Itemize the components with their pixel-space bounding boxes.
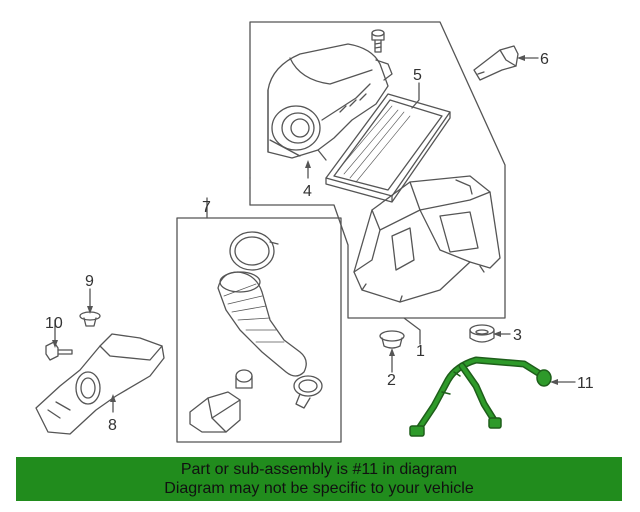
- callout-1: 1: [416, 343, 425, 360]
- callout-8: 8: [108, 417, 117, 434]
- part-1-lower-housing: [353, 175, 501, 303]
- air-cleaner-frame: [249, 21, 506, 319]
- part-3-grommet: [469, 324, 495, 343]
- part-6-sensor: [473, 45, 519, 81]
- part-11-pcv-hose[interactable]: [409, 356, 552, 437]
- intake-duct-frame: [176, 217, 342, 443]
- callout-3: 3: [513, 327, 522, 344]
- banner-line-part: Part or sub-assembly is #11 in diagram: [180, 461, 458, 478]
- part-9-clip: [79, 311, 101, 327]
- part-10-bolt: [45, 341, 73, 361]
- callout-11: 11: [577, 375, 594, 392]
- callout-5: 5: [413, 67, 422, 84]
- info-banner: Part or sub-assembly is #11 in diagram D…: [16, 457, 622, 501]
- part-2-grommet: [379, 330, 405, 349]
- callout-9: 9: [85, 273, 94, 290]
- duct-connector: [235, 369, 253, 389]
- duct-resonator: [189, 391, 241, 433]
- duct-cap: [229, 231, 279, 271]
- banner-line-disclaimer: Diagram may not be specific to your vehi…: [164, 480, 474, 497]
- callout-6: 6: [540, 51, 549, 68]
- callout-4: 4: [303, 183, 312, 200]
- leader-arrowheads: [52, 55, 558, 402]
- callout-7: 7: [202, 199, 211, 216]
- parts-diagram: 4 5 6 7 9 10 8 1 2 3 11: [35, 21, 594, 443]
- callout-labels: 4 5 6 7 9 10 8 1 2 3 11: [45, 51, 594, 434]
- part-5-filter-element: [325, 93, 451, 203]
- part-8-inlet-duct: [35, 333, 165, 435]
- duct-clamp: [293, 375, 323, 409]
- callout-10: 10: [45, 315, 63, 332]
- part-4-upper-housing: [267, 43, 393, 161]
- callout-2: 2: [387, 372, 396, 389]
- intake-duct-hose: [217, 271, 307, 377]
- housing-bolt: [371, 29, 385, 53]
